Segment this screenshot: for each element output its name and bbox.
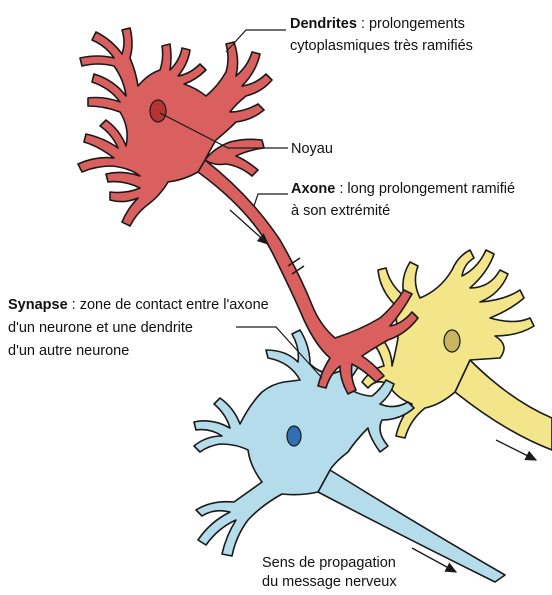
blue-neuron-nucleus bbox=[287, 426, 301, 446]
yellow-neuron-nucleus bbox=[444, 330, 460, 352]
axone-label: Axone : long prolongement ramifié bbox=[291, 181, 515, 197]
axone-label-line2: à son extrémité bbox=[291, 203, 390, 219]
synapse-label: Synapse : zone de contact entre l'axone bbox=[8, 297, 269, 313]
sens-propagation-label: Sens de propagation bbox=[262, 555, 396, 571]
dendrites-label-line2: cytoplasmiques très ramifiés bbox=[290, 38, 473, 54]
noyau-label: Noyau bbox=[291, 141, 333, 157]
synapse-label-line2: d'un neurone et une dendrite bbox=[8, 320, 193, 336]
sens-propagation-label-line2: du message nerveux bbox=[262, 574, 397, 590]
dendrites-label: Dendrites : prolongements bbox=[290, 16, 465, 32]
red-neuron-nucleus bbox=[150, 100, 166, 122]
yellow-neuron-axon bbox=[455, 360, 552, 450]
propagation-arrow-yellow bbox=[496, 440, 536, 460]
axone-leader-line bbox=[254, 194, 288, 206]
synapse-label-line3: d'un autre neurone bbox=[8, 343, 129, 359]
